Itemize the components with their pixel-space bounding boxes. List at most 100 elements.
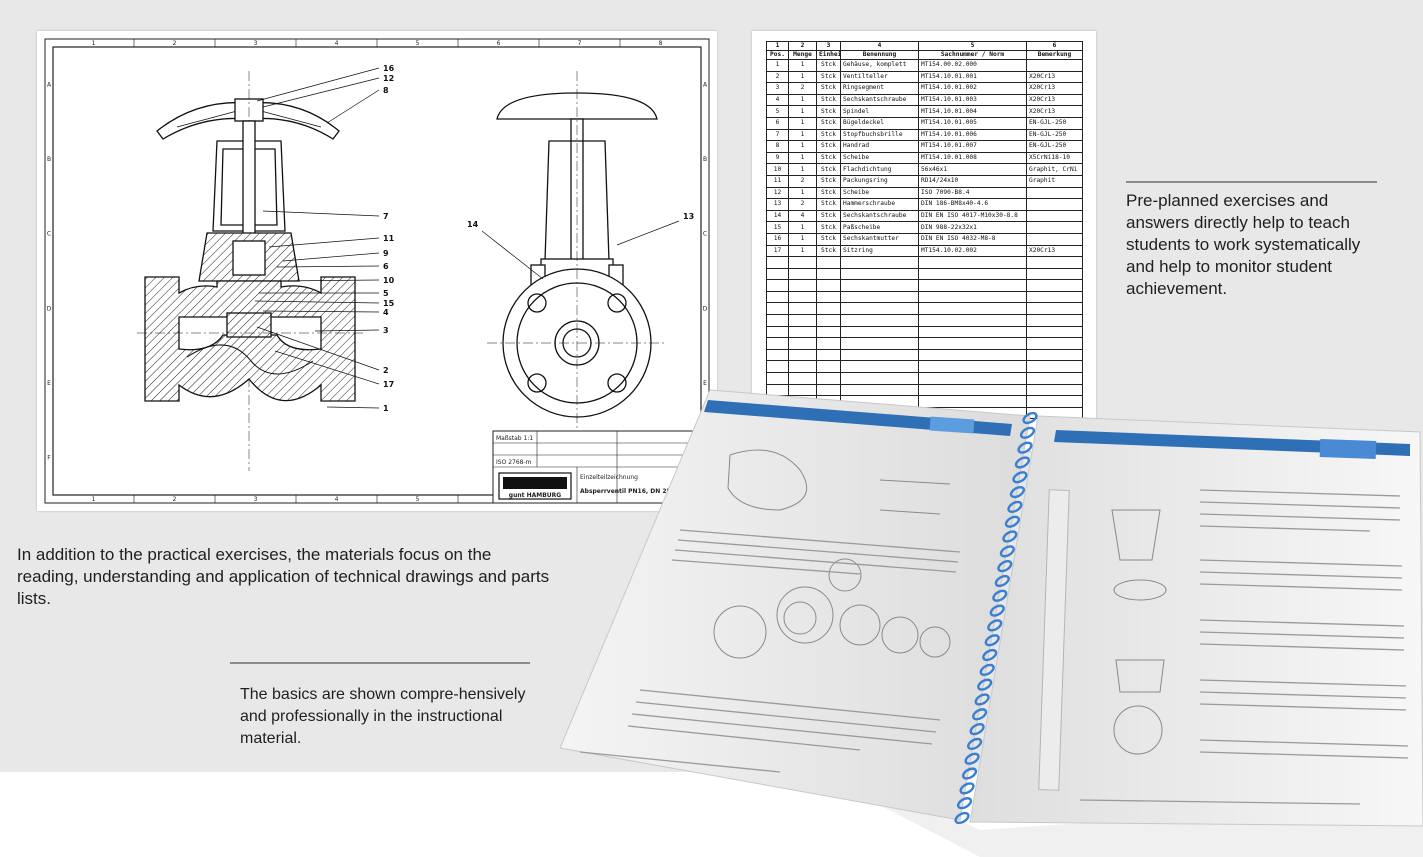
spiral-ring	[956, 797, 973, 810]
frame-column-number: 7	[578, 40, 582, 47]
callout-16: 16	[383, 64, 395, 73]
parts-cell: Packungsring	[840, 174, 919, 188]
parts-cell: 2	[788, 82, 817, 95]
standard-label: ISO 2768-m	[496, 459, 532, 466]
parts-column-number: 1	[766, 41, 789, 51]
parts-cell: DIN EN ISO 4017-M10x30-8.8	[918, 209, 1027, 223]
parts-cell: EN-GJL-250	[1026, 140, 1083, 153]
parts-cell: 1	[788, 232, 817, 246]
parts-cell: 1	[788, 140, 817, 153]
caption-drawings: In addition to the practical exercises, …	[17, 545, 550, 608]
parts-cell: Stck	[816, 174, 841, 188]
parts-cell: 12	[766, 186, 789, 200]
parts-cell: Bügeldeckel	[840, 116, 919, 130]
frame-column-number: 3	[254, 496, 258, 503]
parts-cell: 4	[766, 93, 789, 107]
caption-exercises: Pre-planned exercises and answers direct…	[1126, 191, 1361, 298]
parts-cell: 1	[788, 93, 817, 107]
title-block: Maßstab 1:1 ISO 2768-m gunt HAMBURG Einz…	[492, 430, 710, 504]
parts-cell: Stck	[816, 163, 841, 176]
parts-cell: Stck	[816, 128, 841, 142]
parts-cell: Stck	[816, 105, 841, 118]
parts-cell: 1	[788, 59, 817, 72]
callout-4: 4	[383, 308, 389, 317]
spiral-ring	[969, 722, 985, 736]
callout-10: 10	[383, 276, 395, 285]
spiral-ring	[961, 767, 978, 780]
parts-cell: MT154.10.01.005	[918, 116, 1027, 130]
spiral-ring	[959, 782, 975, 795]
parts-cell: Stck	[816, 70, 841, 84]
empty-table-row	[766, 314, 1083, 327]
callout-7: 7	[383, 212, 389, 221]
parts-cell: 9	[766, 151, 789, 165]
parts-cell: Stck	[816, 186, 841, 200]
frame-column-number: 4	[335, 40, 339, 47]
book-right-page	[969, 415, 1423, 827]
parts-cell: 6	[766, 116, 789, 130]
empty-table-row	[766, 325, 1083, 339]
frame-row-letter: C	[47, 231, 51, 238]
spiral-ring	[987, 619, 1003, 632]
parts-cell: 14	[766, 209, 789, 223]
parts-cell: MT154.10.01.004	[918, 105, 1027, 118]
frame-column-number: 6	[497, 40, 501, 47]
parts-cell: MT154.10.01.008	[918, 151, 1027, 165]
parts-cell: Flachdichtung	[840, 163, 919, 176]
frame-row-letter: A	[703, 81, 708, 88]
callout-2: 2	[383, 366, 389, 375]
parts-cell: RD14/24x10	[918, 174, 1027, 188]
parts-cell: Stck	[816, 198, 841, 211]
parts-cell: 2	[788, 198, 817, 211]
spiral-ring	[1002, 530, 1018, 543]
parts-cell: 1	[788, 163, 817, 176]
parts-cell: 16	[766, 232, 789, 246]
parts-cell: Stck	[816, 59, 841, 72]
parts-cell: 1	[766, 59, 789, 72]
parts-column-number: 4	[840, 41, 919, 51]
spiral-ring	[989, 604, 1005, 617]
parts-cell: 56x46x1	[918, 163, 1027, 176]
book-left-page	[560, 389, 1031, 821]
instruction-book-photo	[560, 360, 1423, 857]
parts-cell	[1026, 221, 1083, 234]
parts-cell	[1026, 209, 1083, 223]
parts-cell	[1026, 232, 1083, 246]
parts-column-header: Benennung	[840, 50, 919, 60]
spiral-ring	[997, 560, 1013, 573]
parts-cell: X20Cr13	[1026, 70, 1083, 84]
parts-cell: 13	[766, 198, 789, 211]
caption-right-rule	[1126, 181, 1377, 183]
spiral-ring	[999, 545, 1015, 558]
callout-15: 15	[383, 299, 395, 308]
spiral-ring	[967, 737, 983, 751]
valve-drawing: 1122334455667788AABBCCDDEEFF	[44, 38, 710, 504]
parts-cell	[1026, 198, 1083, 211]
frame-row-letter: B	[703, 156, 707, 163]
parts-cell: Ringsegment	[840, 82, 919, 95]
parts-cell: 10	[766, 163, 789, 176]
parts-cell: Stck	[816, 221, 841, 234]
parts-cell: 15	[766, 221, 789, 234]
frame-row-letter: E	[703, 380, 707, 387]
caption-bottom-rule	[230, 662, 530, 664]
parts-cell: Stck	[816, 82, 841, 95]
parts-cell: Spindel	[840, 105, 919, 118]
parts-cell: Sitzring	[840, 244, 919, 258]
callout-13: 13	[683, 212, 694, 221]
parts-cell: X20Cr13	[1026, 82, 1083, 95]
parts-cell: X20Cr13	[1026, 244, 1083, 258]
spiral-ring	[977, 678, 993, 691]
callout-9: 9	[383, 249, 389, 258]
spiral-ring	[992, 589, 1008, 602]
spiral-binding	[954, 411, 1038, 825]
